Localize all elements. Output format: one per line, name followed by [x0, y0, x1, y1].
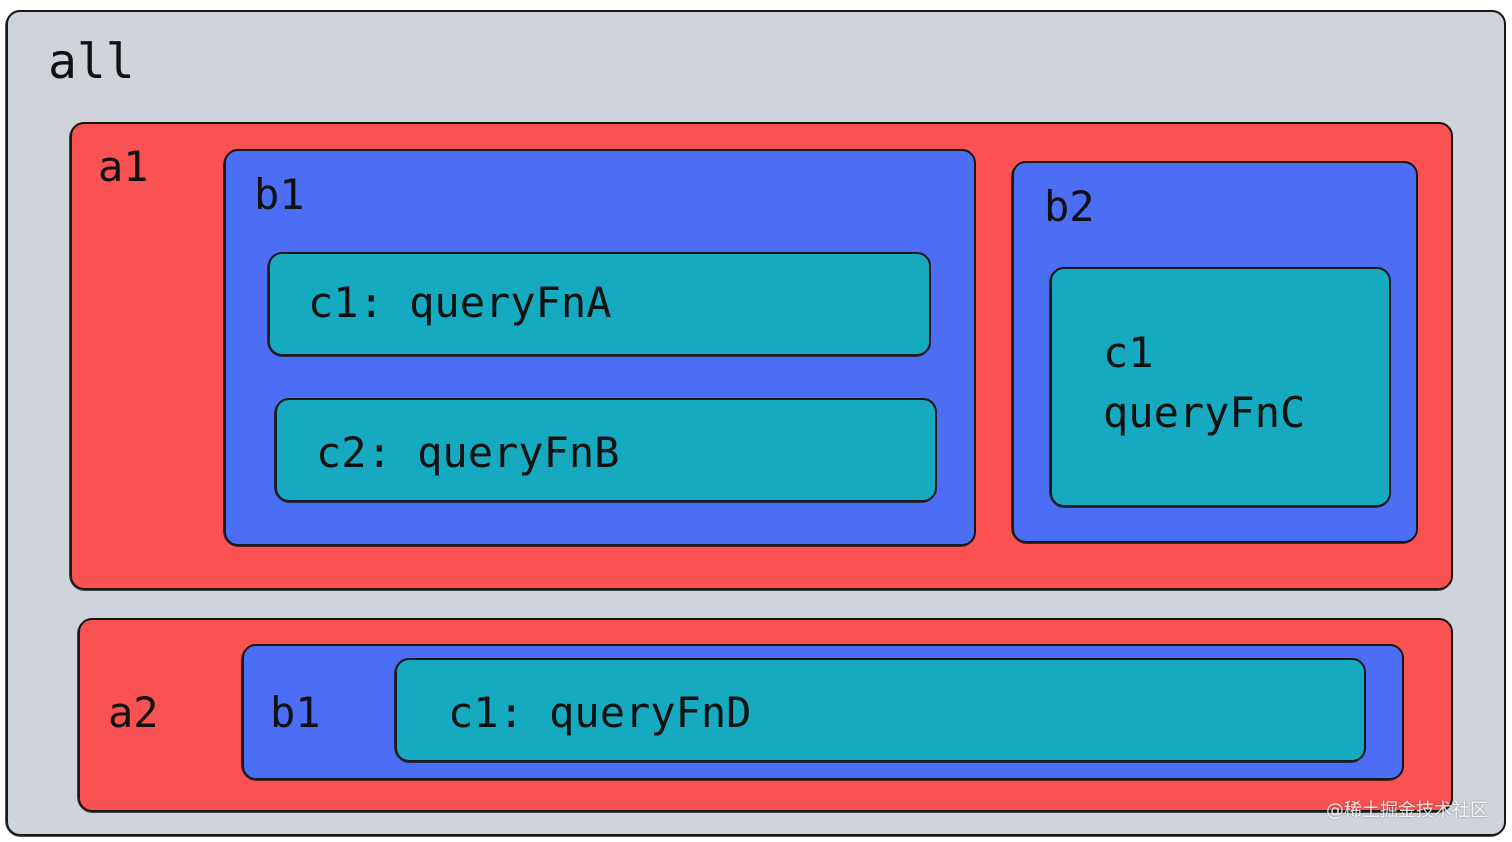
- a2-label: a2: [108, 688, 159, 737]
- watermark-text: @稀土掘金技术社区: [1326, 800, 1488, 821]
- a1-b2-c1-label-line2: queryFnC: [1103, 388, 1306, 437]
- a1-b2-c1-box: [1049, 267, 1391, 508]
- a1-b1-c1-label: c1: queryFnA: [308, 278, 612, 327]
- a1-b2-c1-label-line1: c1: [1103, 328, 1154, 377]
- a1-label: a1: [98, 142, 149, 191]
- a1-b2-label: b2: [1044, 182, 1095, 231]
- all-label: all: [48, 34, 135, 90]
- a1-b1-c2-box: [274, 398, 937, 503]
- a1-b1-label: b1: [254, 170, 305, 219]
- a2-b1-label: b1: [270, 688, 321, 737]
- a2-b1-c1-label: c1: queryFnD: [448, 688, 752, 737]
- a1-b1-c1-box: [267, 252, 931, 357]
- a1-b1-c2-label: c2: queryFnB: [316, 428, 620, 477]
